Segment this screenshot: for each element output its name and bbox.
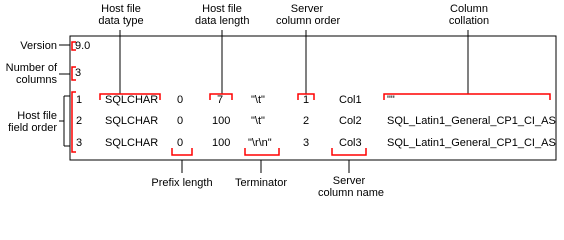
pointer-lines xyxy=(59,30,469,173)
label-line: Host file xyxy=(202,3,242,15)
row2-field-order: 2 xyxy=(76,115,83,127)
row1-prefix-length: 0 xyxy=(177,94,184,106)
label-number-of-columns: Number of columns xyxy=(3,62,57,86)
label-version: Version xyxy=(20,40,57,52)
row1-collation: "" xyxy=(387,94,395,106)
format-version: 9.0 xyxy=(75,40,91,52)
label-line: column name xyxy=(318,187,385,199)
row1-server-order: 1 xyxy=(303,94,310,106)
row2-terminator: "\t" xyxy=(251,115,265,127)
label-line: Column xyxy=(450,3,488,15)
label-host-file-data-type: Host file data type xyxy=(98,3,144,27)
row1-terminator: "\t" xyxy=(251,94,265,106)
row3-prefix-length: 0 xyxy=(177,137,184,149)
label-line: columns xyxy=(16,74,57,86)
label-line: Host file xyxy=(17,110,57,122)
label-line: Host file xyxy=(101,3,141,15)
row2-data-length: 100 xyxy=(212,115,231,127)
label-line: Server xyxy=(332,175,366,187)
label-server-column-order: Server column order xyxy=(276,3,341,27)
label-line: Server xyxy=(290,3,324,15)
label-host-file-data-length: Host file data length xyxy=(195,3,249,27)
row1-data-length: 7 xyxy=(217,94,224,106)
row2-collation: SQL_Latin1_General_CP1_CI_AS xyxy=(387,115,556,127)
format-num-columns: 3 xyxy=(75,67,82,79)
label-prefix-length: Prefix length xyxy=(151,177,213,189)
row3-field-order: 3 xyxy=(76,137,83,149)
label-terminator: Terminator xyxy=(235,177,287,189)
format-file-frame xyxy=(69,35,557,161)
row2-server-order: 2 xyxy=(303,115,310,127)
row1-field-order: 1 xyxy=(76,94,83,106)
row1-column-name: Col1 xyxy=(339,94,362,106)
label-line: column order xyxy=(276,15,341,27)
row3-collation: SQL_Latin1_General_CP1_CI_AS xyxy=(387,137,556,149)
label-host-file-field-order: Host file field order xyxy=(3,110,57,134)
row3-terminator: "\r\n" xyxy=(248,137,272,149)
label-line: field order xyxy=(8,122,57,134)
label-line: data type xyxy=(98,15,144,27)
row2-data-type: SQLCHAR xyxy=(105,115,159,127)
row1-data-type: SQLCHAR xyxy=(105,94,159,106)
highlight-markers xyxy=(71,41,551,156)
row2-prefix-length: 0 xyxy=(177,115,184,127)
row3-data-length: 100 xyxy=(212,137,231,149)
label-server-column-name: Server column name xyxy=(318,175,385,199)
row3-column-name: Col3 xyxy=(339,137,362,149)
label-line: Number of xyxy=(5,62,57,74)
row3-data-type: SQLCHAR xyxy=(105,137,159,149)
row2-column-name: Col2 xyxy=(339,115,362,127)
label-column-collation: Column collation xyxy=(446,3,492,27)
format-file-diagram xyxy=(59,30,557,173)
label-line: data length xyxy=(195,15,250,27)
label-line: collation xyxy=(448,15,490,27)
row3-server-order: 3 xyxy=(303,137,310,149)
